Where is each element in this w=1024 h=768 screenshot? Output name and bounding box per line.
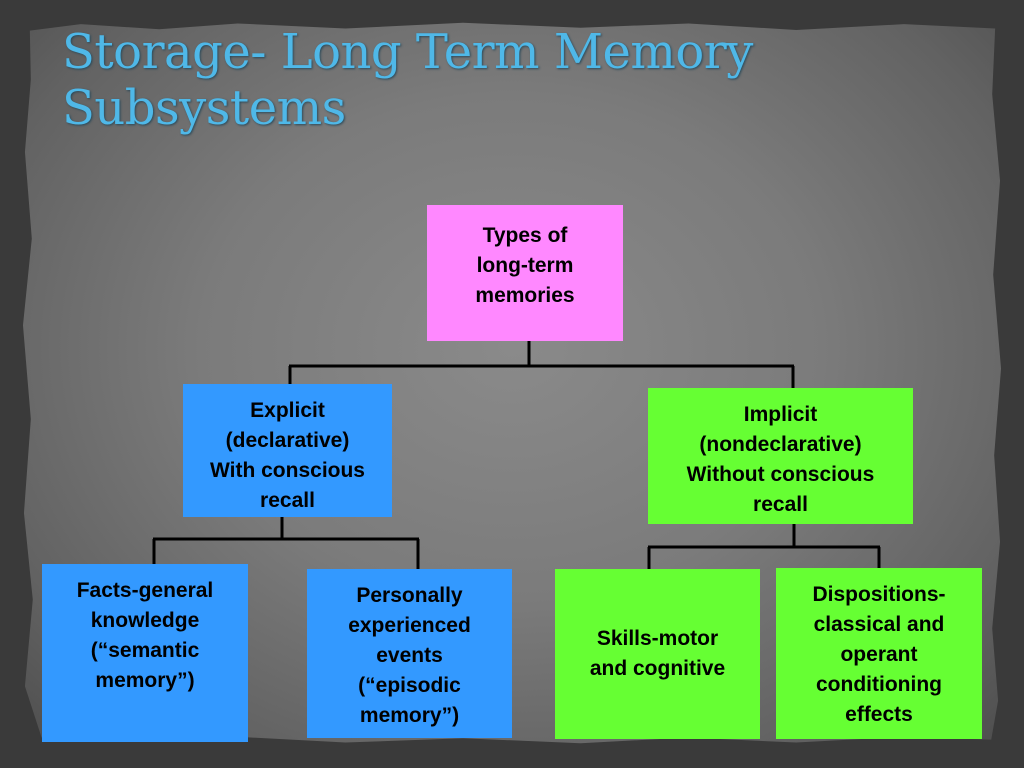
node-explicit-label: Explicit (declarative) With conscious re…	[210, 399, 365, 512]
node-explicit-memory: Explicit (declarative) With conscious re…	[183, 384, 392, 517]
node-episodic-label: Personally experienced events (“episodic…	[348, 584, 471, 727]
node-semantic-memory: Facts-general knowledge (“semantic memor…	[42, 564, 248, 742]
title-line-1: Storage- Long Term Memory	[62, 24, 753, 80]
node-dispositions-label: Dispositions- classical and operant cond…	[812, 583, 946, 726]
node-dispositions: Dispositions- classical and operant cond…	[776, 568, 982, 739]
node-implicit-label: Implicit (nondeclarative) Without consci…	[686, 403, 875, 516]
node-types-of-long-term-memories: Types of long-term memories	[427, 205, 623, 341]
node-root-label: Types of long-term memories	[475, 224, 575, 307]
node-episodic-memory: Personally experienced events (“episodic…	[307, 569, 512, 738]
node-semantic-label: Facts-general knowledge (“semantic memor…	[76, 579, 214, 692]
title-line-2: Subsystems	[62, 80, 346, 136]
node-implicit-memory: Implicit (nondeclarative) Without consci…	[648, 388, 913, 524]
node-skills: Skills-motor and cognitive	[555, 569, 760, 739]
slide-title: Storage- Long Term Memory Subsystems	[62, 24, 962, 136]
node-skills-label: Skills-motor and cognitive	[589, 627, 726, 680]
